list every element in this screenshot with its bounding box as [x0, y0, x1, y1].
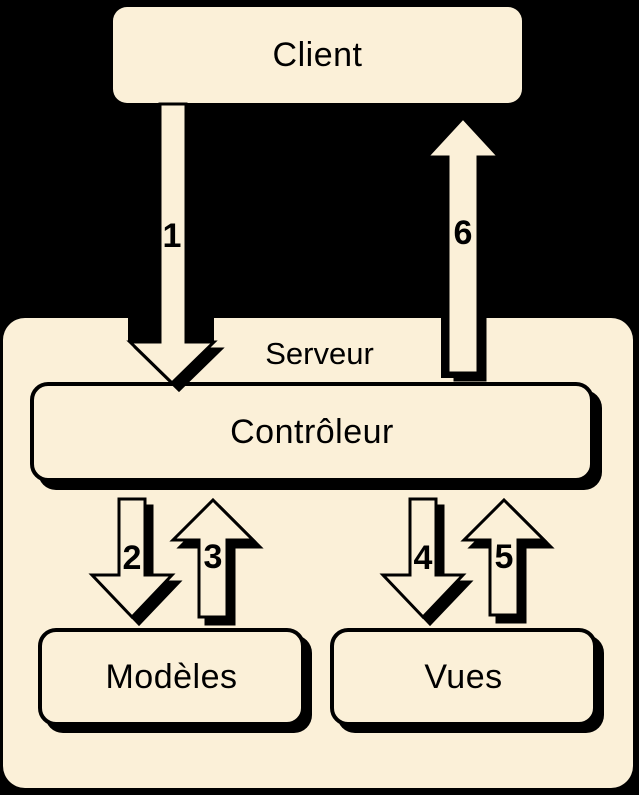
models-box: Modèles: [38, 628, 305, 726]
arrow-6-label: 6: [454, 214, 473, 252]
views-label: Vues: [424, 657, 503, 696]
models-label: Modèles: [105, 657, 238, 696]
arrow-1-label: 1: [163, 217, 182, 255]
controller-box: Contrôleur: [30, 382, 594, 482]
client-box: Client: [113, 7, 522, 103]
views-box: Vues: [330, 628, 597, 726]
server-label: Serveur: [265, 336, 374, 371]
controller-label: Contrôleur: [230, 412, 394, 451]
client-label: Client: [272, 35, 363, 74]
